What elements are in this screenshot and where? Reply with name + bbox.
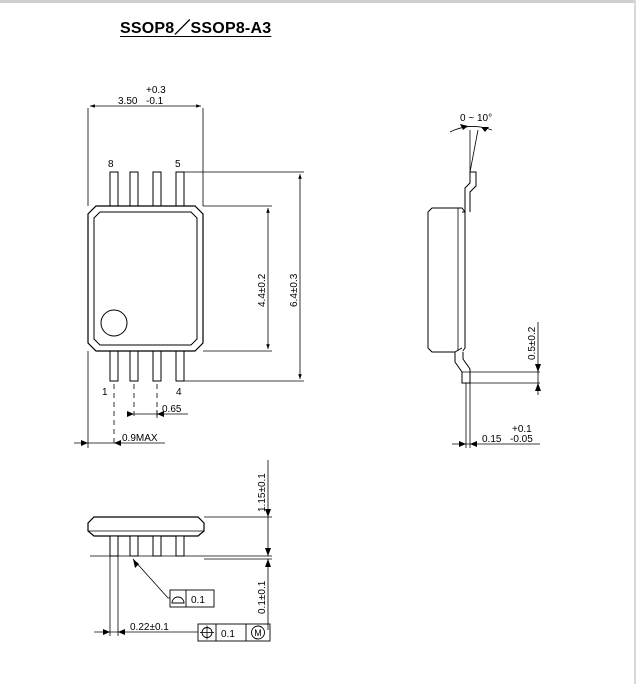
mmc-symbol-letter: M: [254, 628, 261, 638]
lead-7-top: [129, 171, 139, 207]
package-body-inner: [93, 211, 198, 346]
coplanarity-leader: [132, 558, 170, 599]
coplanarity-frame: [169, 589, 215, 608]
drawing-title: SSOP8／SSOP8-A3: [120, 20, 272, 37]
top-view: [74, 104, 304, 448]
position-icon: [200, 625, 214, 640]
side-body: [427, 207, 466, 353]
top-border: [0, 0, 636, 3]
front-view: [87, 460, 272, 642]
flatness-icon: [171, 596, 185, 604]
pitch-label: 0.65: [162, 404, 182, 415]
side-lead-top: [462, 171, 477, 213]
thickness-tol-upper: +0.1: [512, 424, 532, 435]
pin1-marker: [100, 309, 128, 337]
lead-8-top: [109, 171, 119, 207]
side-view: [427, 124, 541, 448]
pin-label-4: 4: [176, 387, 182, 398]
right-border: [634, 0, 636, 684]
overall-width-label: 6.4±0.3: [289, 273, 300, 307]
pin-label-8: 8: [108, 159, 114, 170]
angle-label: 0 ~ 10°: [460, 113, 492, 124]
position-tolerance-frame: [197, 623, 271, 642]
lead-width-label: 0.22±0.1: [130, 622, 169, 633]
front-lead-3: [152, 535, 162, 557]
pin-label-5: 5: [175, 159, 181, 170]
body-width-label: 4.4±0.2: [257, 273, 268, 307]
front-lead-1: [109, 535, 119, 557]
front-body: [87, 516, 205, 537]
lead-length-label: 0.5±0.2: [527, 326, 538, 360]
package-body-outline: [87, 205, 204, 352]
width-tol-lower: -0.1: [146, 96, 164, 107]
angle-arc: [449, 126, 493, 133]
front-lead-2: [129, 535, 139, 557]
height-label: 1.15±0.1: [257, 473, 268, 512]
end-gap-label: 0.9MAX: [122, 433, 158, 444]
coplanarity-value: 0.1: [191, 595, 205, 606]
width-nominal: 3.50: [118, 96, 138, 107]
standoff-label: 0.1±0.1: [257, 580, 268, 614]
mmc-symbol-circle: [251, 625, 265, 640]
position-tolerance-value: 0.1: [221, 629, 235, 640]
pin-label-1: 1: [102, 387, 108, 398]
lead-6-top: [152, 171, 162, 207]
thickness-tol-lower: -0.05: [510, 434, 533, 445]
front-lead-4: [175, 535, 185, 557]
lead-5-top: [175, 171, 185, 207]
side-lead-bottom: [454, 347, 471, 384]
thickness-nominal: 0.15: [482, 434, 502, 445]
width-tol-upper: +0.3: [146, 85, 166, 96]
